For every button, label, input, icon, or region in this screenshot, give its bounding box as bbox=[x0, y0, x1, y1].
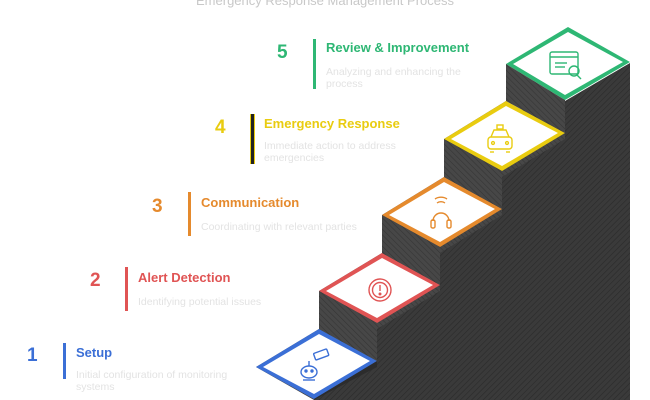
step-divider bbox=[125, 267, 128, 311]
step-title: Communication bbox=[201, 195, 300, 210]
step-3-platform bbox=[382, 177, 502, 285]
headset-icon bbox=[430, 196, 452, 229]
step-divider bbox=[313, 39, 316, 89]
step-title: Setup bbox=[76, 345, 113, 360]
step-number: 1 bbox=[27, 345, 38, 366]
step-divider bbox=[63, 343, 66, 379]
alert-circle-icon bbox=[368, 278, 392, 302]
step-divider bbox=[188, 192, 191, 236]
step-1-platform bbox=[256, 329, 377, 400]
step-number: 5 bbox=[277, 42, 288, 63]
step-number: 4 bbox=[215, 117, 226, 138]
diagram-title: Emergency Response Management Process bbox=[196, 0, 454, 8]
step-title: Review & Improvement bbox=[326, 40, 470, 55]
step-description: Coordinating with relevant parties bbox=[201, 221, 357, 233]
step-description: Analyzing and enhancing the process bbox=[326, 66, 461, 90]
step-title: Emergency Response bbox=[264, 116, 400, 131]
robot-camera-icon bbox=[300, 348, 330, 381]
stair-body-right bbox=[314, 63, 630, 400]
step-number: 3 bbox=[152, 196, 163, 217]
step-divider bbox=[250, 114, 255, 164]
police-car-icon bbox=[487, 124, 513, 153]
report-search-icon bbox=[549, 51, 582, 80]
step-description: Initial configuration of monitoring syst… bbox=[76, 369, 228, 393]
step-5-platform bbox=[506, 27, 630, 133]
step-description: Immediate action to address emergencies bbox=[264, 140, 396, 164]
step-4-platform bbox=[444, 101, 565, 209]
step-number: 2 bbox=[90, 270, 101, 291]
step-description: Identifying potential issues bbox=[138, 296, 262, 308]
step-title: Alert Detection bbox=[138, 270, 231, 285]
